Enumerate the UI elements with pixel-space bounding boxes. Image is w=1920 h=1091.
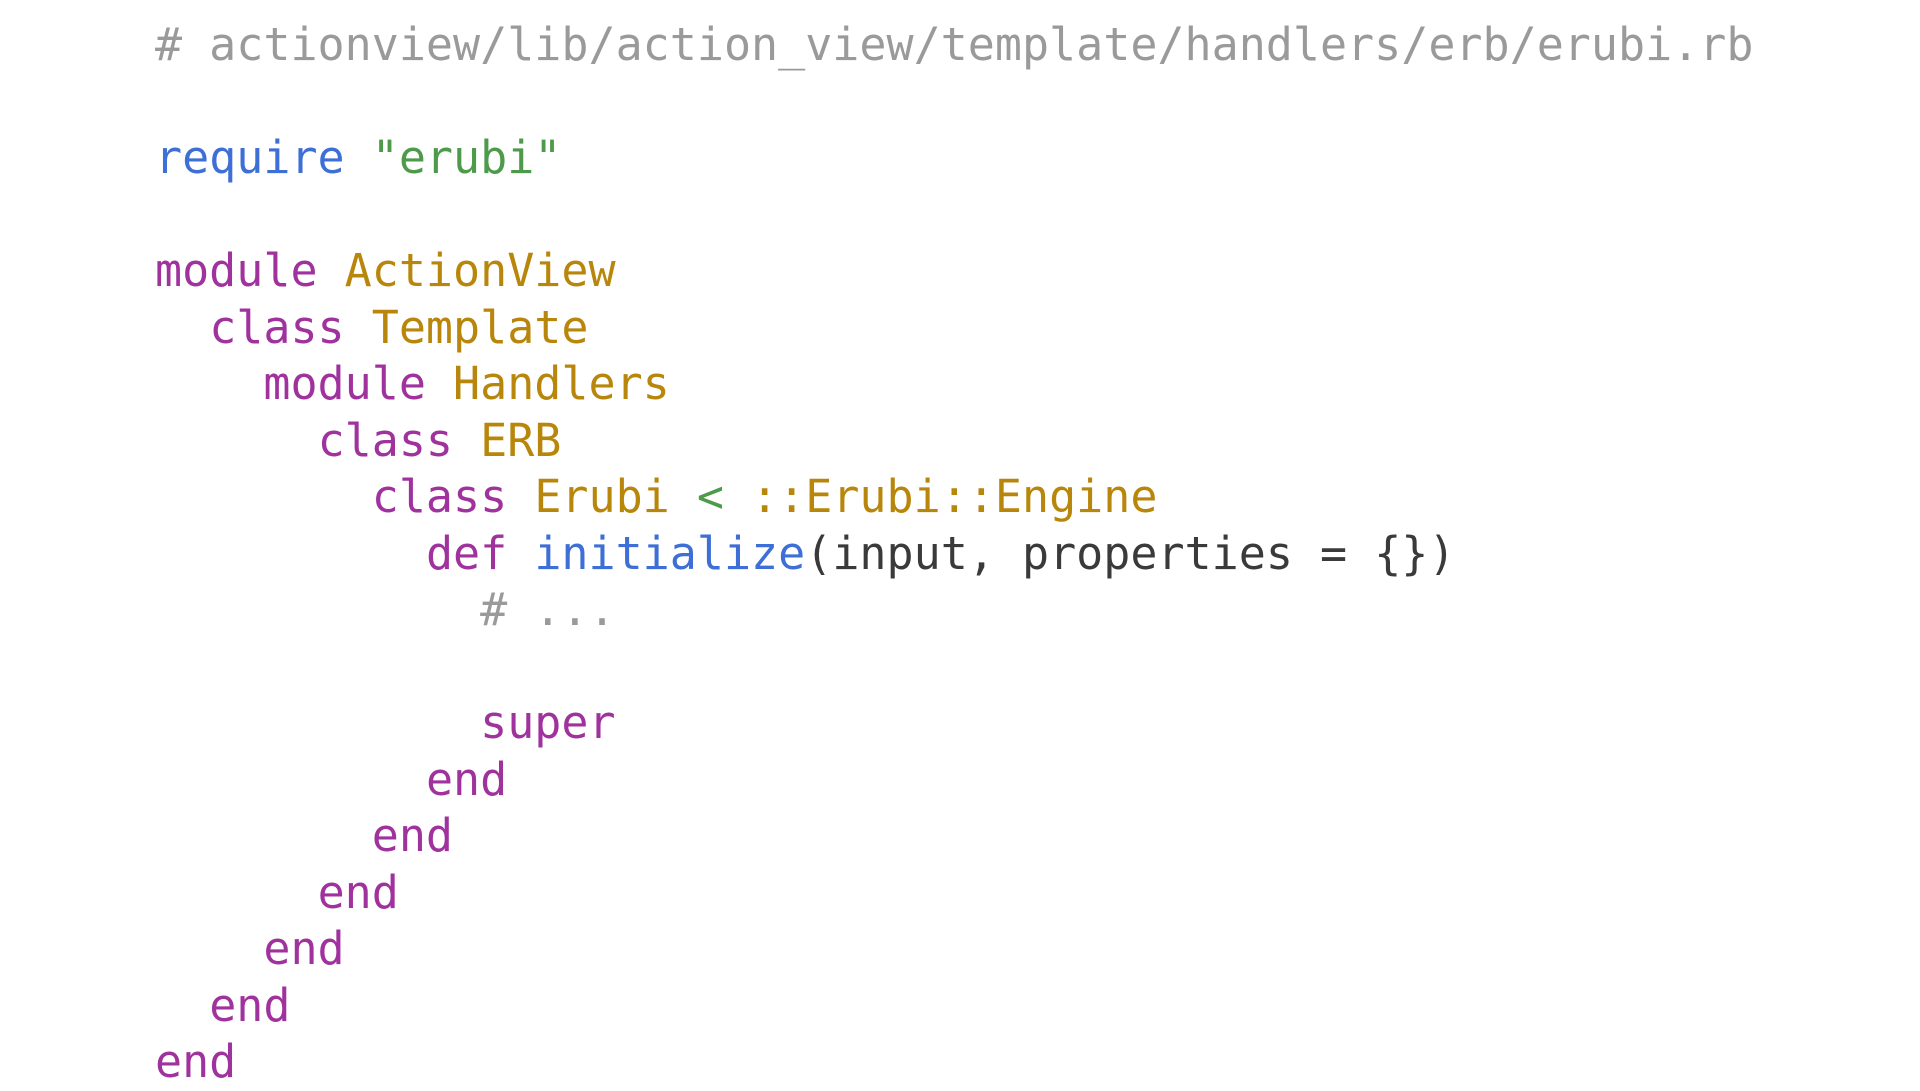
code-line: ​ [155, 187, 1753, 244]
code-token-constant: ERB [480, 413, 562, 467]
code-token-default [155, 809, 372, 862]
code-token-constant: Handlers [453, 357, 670, 410]
code-token-default [345, 131, 372, 184]
code-token-keyword: end [371, 809, 454, 862]
code-token-constant: ActionView [344, 244, 616, 297]
code-line: module ActionView [155, 243, 1753, 300]
code-token-keyword: class [317, 413, 454, 467]
code-token-keyword: end [263, 922, 345, 975]
code-token-default [426, 357, 453, 410]
code-token-constant: ::Erubi::Engine [751, 470, 1158, 523]
code-line: end [155, 978, 1753, 1035]
code-token-default [724, 470, 751, 523]
code-token-default [155, 922, 263, 975]
code-token-keyword: module [155, 244, 318, 297]
code-token-default [155, 753, 426, 806]
code-token-default [155, 696, 480, 749]
code-token-constant: Erubi [534, 470, 670, 523]
code-token-default [155, 866, 318, 919]
code-line: class Erubi < ::Erubi::Engine [155, 469, 1753, 526]
code-line: end [155, 865, 1753, 922]
code-token-builtin: require [155, 131, 345, 184]
code-token-default [155, 301, 209, 354]
code-token-builtin: initialize [534, 526, 806, 580]
code-line: end [155, 808, 1753, 865]
code-token-string: "erubi" [371, 131, 562, 184]
code-token-comment: # actionview/lib/action_view/template/ha… [155, 18, 1754, 71]
code-token-default [507, 470, 534, 523]
code-token-keyword: end [317, 865, 399, 919]
code-token-default [155, 527, 426, 580]
code-line: class Template [155, 300, 1753, 357]
code-token-default [155, 470, 372, 523]
code-line: def initialize(input, properties = {}) [155, 526, 1753, 583]
code-token-default [155, 979, 209, 1032]
code-token-default [155, 414, 318, 467]
code-token-keyword: class [371, 470, 508, 523]
code-token-default [453, 414, 480, 467]
code-token-keyword: end [425, 752, 508, 806]
code-line: end [155, 752, 1753, 809]
code-token-default [345, 301, 372, 354]
code-token-keyword: end [209, 978, 291, 1032]
code-token-keyword: module [263, 357, 426, 410]
code-token-default [670, 470, 697, 523]
code-token-keyword: super [480, 696, 616, 749]
code-line: # ... [155, 582, 1753, 639]
code-line: ​ [155, 74, 1753, 131]
code-line: module Handlers [155, 356, 1753, 413]
code-token-operator: < [696, 470, 724, 523]
code-line: end [155, 921, 1753, 978]
code-token-keyword: class [209, 300, 345, 354]
code-line: # actionview/lib/action_view/template/ha… [155, 17, 1753, 74]
code-token-comment: # ... [480, 583, 616, 636]
code-line: ​ [155, 639, 1753, 696]
code-line: class ERB [155, 413, 1753, 470]
code-token-default: (input, properties = {}) [805, 526, 1456, 580]
code-token-keyword: def [425, 526, 508, 580]
code-line: super [155, 695, 1753, 752]
code-line: require "erubi" [155, 130, 1753, 187]
code-line: end [155, 1034, 1753, 1091]
code-token-default [155, 357, 263, 410]
code-token-constant: Template [371, 300, 589, 354]
code-token-default [155, 583, 480, 636]
code-block: # actionview/lib/action_view/template/ha… [155, 17, 1753, 1091]
code-token-default [318, 244, 345, 297]
code-token-keyword: end [155, 1035, 237, 1088]
code-token-default [507, 527, 534, 580]
